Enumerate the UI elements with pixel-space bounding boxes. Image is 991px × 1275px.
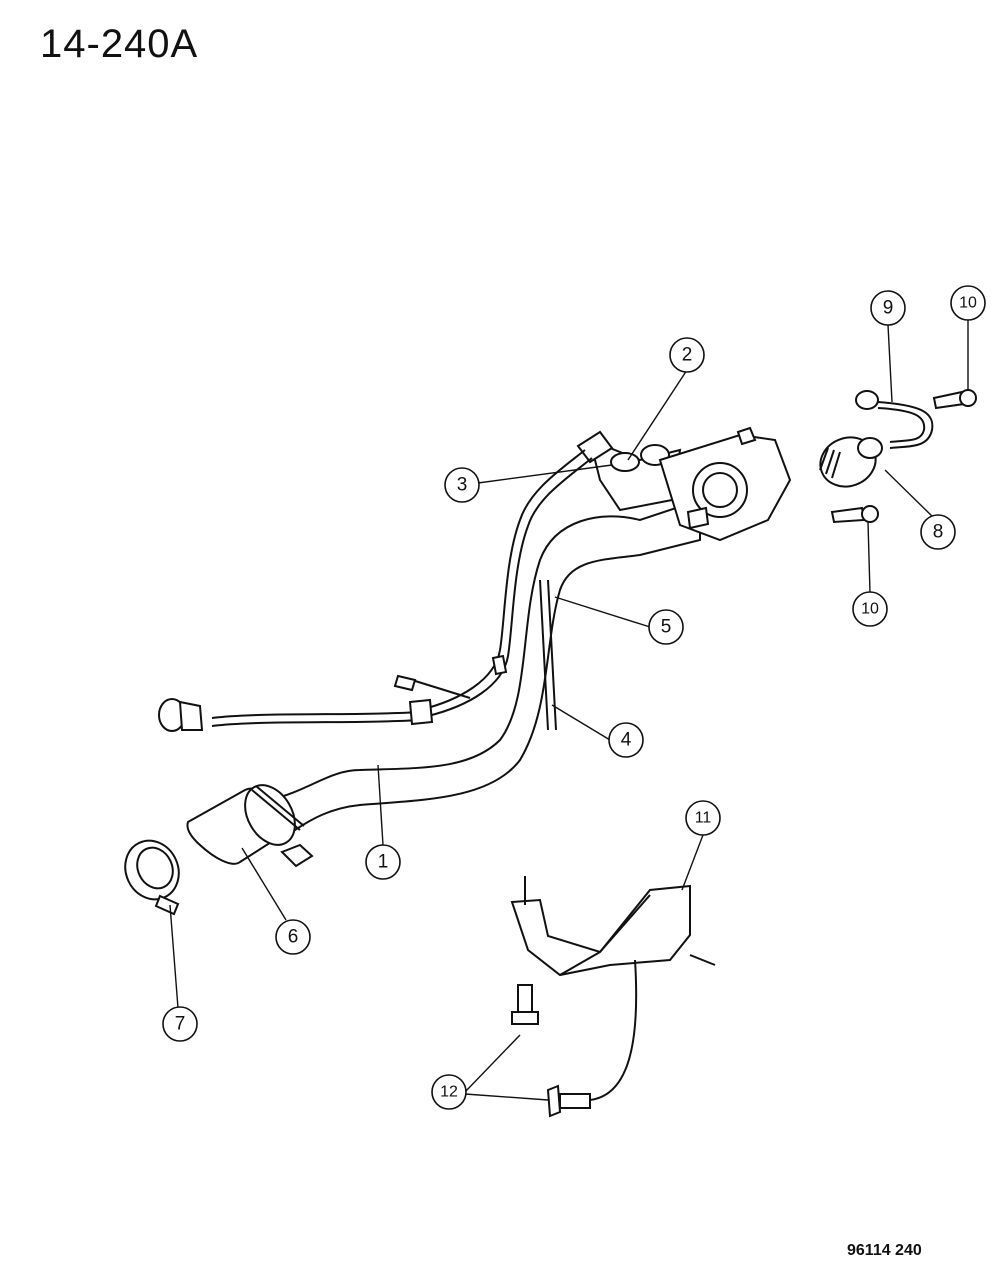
screw-lower xyxy=(830,505,879,524)
hose-clamp xyxy=(124,839,180,916)
leader-lines xyxy=(169,320,969,1101)
svg-text:4: 4 xyxy=(621,730,632,751)
svg-text:8: 8 xyxy=(933,522,944,543)
svg-text:3: 3 xyxy=(457,475,468,496)
callout-12: 12 xyxy=(431,1074,467,1110)
filler-tube xyxy=(268,498,701,832)
callout-11: 11 xyxy=(685,800,721,836)
svg-text:10: 10 xyxy=(861,601,879,618)
image-code: 96114 240 xyxy=(847,1242,922,1259)
callout-5: 5 xyxy=(648,609,684,645)
callout-8: 8 xyxy=(920,514,956,550)
svg-text:1: 1 xyxy=(378,852,389,873)
callout-9: 9 xyxy=(870,290,906,326)
bolt-vertical xyxy=(511,984,539,1025)
callout-10-lower: 10 xyxy=(852,591,888,627)
callout-3: 3 xyxy=(444,467,480,503)
svg-text:5: 5 xyxy=(661,617,672,638)
filler-hose xyxy=(186,784,314,868)
callout-1: 1 xyxy=(365,844,401,880)
page-code: 14-240A xyxy=(40,22,199,66)
cap-tether xyxy=(855,390,934,449)
svg-text:7: 7 xyxy=(175,1014,186,1035)
filler-neck-housing xyxy=(658,426,792,542)
svg-text:11: 11 xyxy=(695,810,712,827)
callout-10-upper: 10 xyxy=(950,285,986,321)
svg-text:2: 2 xyxy=(682,345,693,366)
vent-line-fitting xyxy=(158,698,204,732)
callout-6: 6 xyxy=(275,919,311,955)
vent-tube-end xyxy=(576,430,682,512)
fuel-cap xyxy=(819,436,883,488)
vent-lines xyxy=(211,449,593,731)
callout-7: 7 xyxy=(162,1006,198,1042)
svg-text:12: 12 xyxy=(440,1084,458,1101)
bolt-horizontal xyxy=(546,959,638,1118)
svg-text:9: 9 xyxy=(883,298,894,319)
mounting-bracket xyxy=(510,876,716,977)
callout-2: 2 xyxy=(669,337,705,373)
svg-text:6: 6 xyxy=(288,927,299,948)
callout-4: 4 xyxy=(608,722,644,758)
screw-upper xyxy=(932,389,977,410)
svg-text:10: 10 xyxy=(959,295,977,312)
